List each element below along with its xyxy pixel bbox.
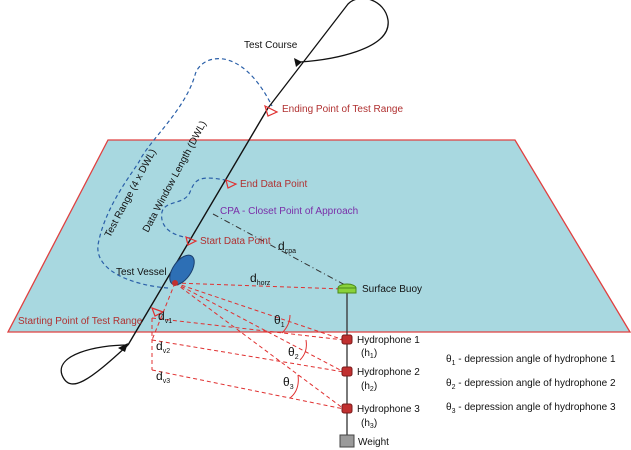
test-range-bracket bbox=[97, 58, 273, 289]
theta1-arc bbox=[281, 314, 291, 334]
start-data-point-label: Start Data Point bbox=[200, 236, 271, 247]
d-horz-label: dhorz bbox=[250, 271, 271, 287]
starting-point-marker bbox=[150, 306, 165, 317]
end-data-point-label: End Data Point bbox=[240, 179, 307, 190]
d-v1-label: dv1 bbox=[158, 309, 172, 325]
course-arrow-top bbox=[294, 58, 302, 67]
test-course-loop-top bbox=[267, 0, 389, 109]
hydrophone-2-label: Hydrophone 2 bbox=[357, 367, 420, 378]
hydrophone-3 bbox=[341, 403, 353, 414]
course-arrow-bottom bbox=[118, 343, 128, 352]
start-data-point-marker bbox=[185, 236, 198, 246]
hydrophone-2 bbox=[341, 366, 353, 377]
legend-item-2: θ2 - depression angle of hydrophone 2 bbox=[446, 378, 616, 391]
theta1-label: θ1 bbox=[274, 313, 285, 329]
test-vessel-label: Test Vessel bbox=[116, 267, 167, 278]
weight-label: Weight bbox=[358, 437, 389, 448]
hydrophone-3-label: Hydrophone 3 bbox=[357, 404, 420, 415]
ending-point-marker bbox=[264, 104, 279, 117]
cpa-label: CPA - Closet Point of Approach bbox=[220, 206, 358, 217]
d-cpa-label: dcpa bbox=[278, 239, 296, 255]
end-data-point-marker bbox=[225, 179, 238, 189]
d-v3-label: dv3 bbox=[156, 369, 170, 385]
test-course-label: Test Course bbox=[244, 40, 298, 51]
legend-item-3: θ3 - depression angle of hydrophone 3 bbox=[446, 402, 616, 415]
legend-item-1: θ1 - depression angle of hydrophone 1 bbox=[446, 354, 616, 367]
water-surface-plane bbox=[6, 139, 631, 333]
theta3-arc bbox=[289, 374, 299, 399]
hydrophone-1-h: (h1) bbox=[361, 348, 377, 360]
theta2-arc bbox=[299, 339, 307, 361]
legend: θ1 - depression angle of hydrophone 1 θ2… bbox=[446, 354, 616, 415]
starting-point-label: Starting Point of Test Range bbox=[18, 316, 143, 327]
cpa-line bbox=[212, 213, 346, 286]
hydrophone-1 bbox=[341, 334, 353, 345]
theta3-label: θ3 bbox=[283, 375, 294, 391]
weight-block bbox=[339, 434, 355, 448]
hydrophone-2-h: (h2) bbox=[361, 381, 377, 393]
surface-buoy-base bbox=[337, 287, 357, 294]
ending-point-label: Ending Point of Test Range bbox=[282, 104, 403, 115]
test-course-line bbox=[127, 107, 269, 346]
surface-buoy-label: Surface Buoy bbox=[362, 284, 422, 295]
theta2-label: θ2 bbox=[288, 345, 299, 361]
hydrophone-1-label: Hydrophone 1 bbox=[357, 335, 420, 346]
vessel-hydrophone-point bbox=[172, 280, 178, 286]
distance-lines bbox=[151, 282, 345, 410]
d-v2-label: dv2 bbox=[156, 339, 170, 355]
hydrophone-3-h: (h3) bbox=[361, 418, 377, 430]
test-course-loop-bottom bbox=[60, 344, 129, 385]
